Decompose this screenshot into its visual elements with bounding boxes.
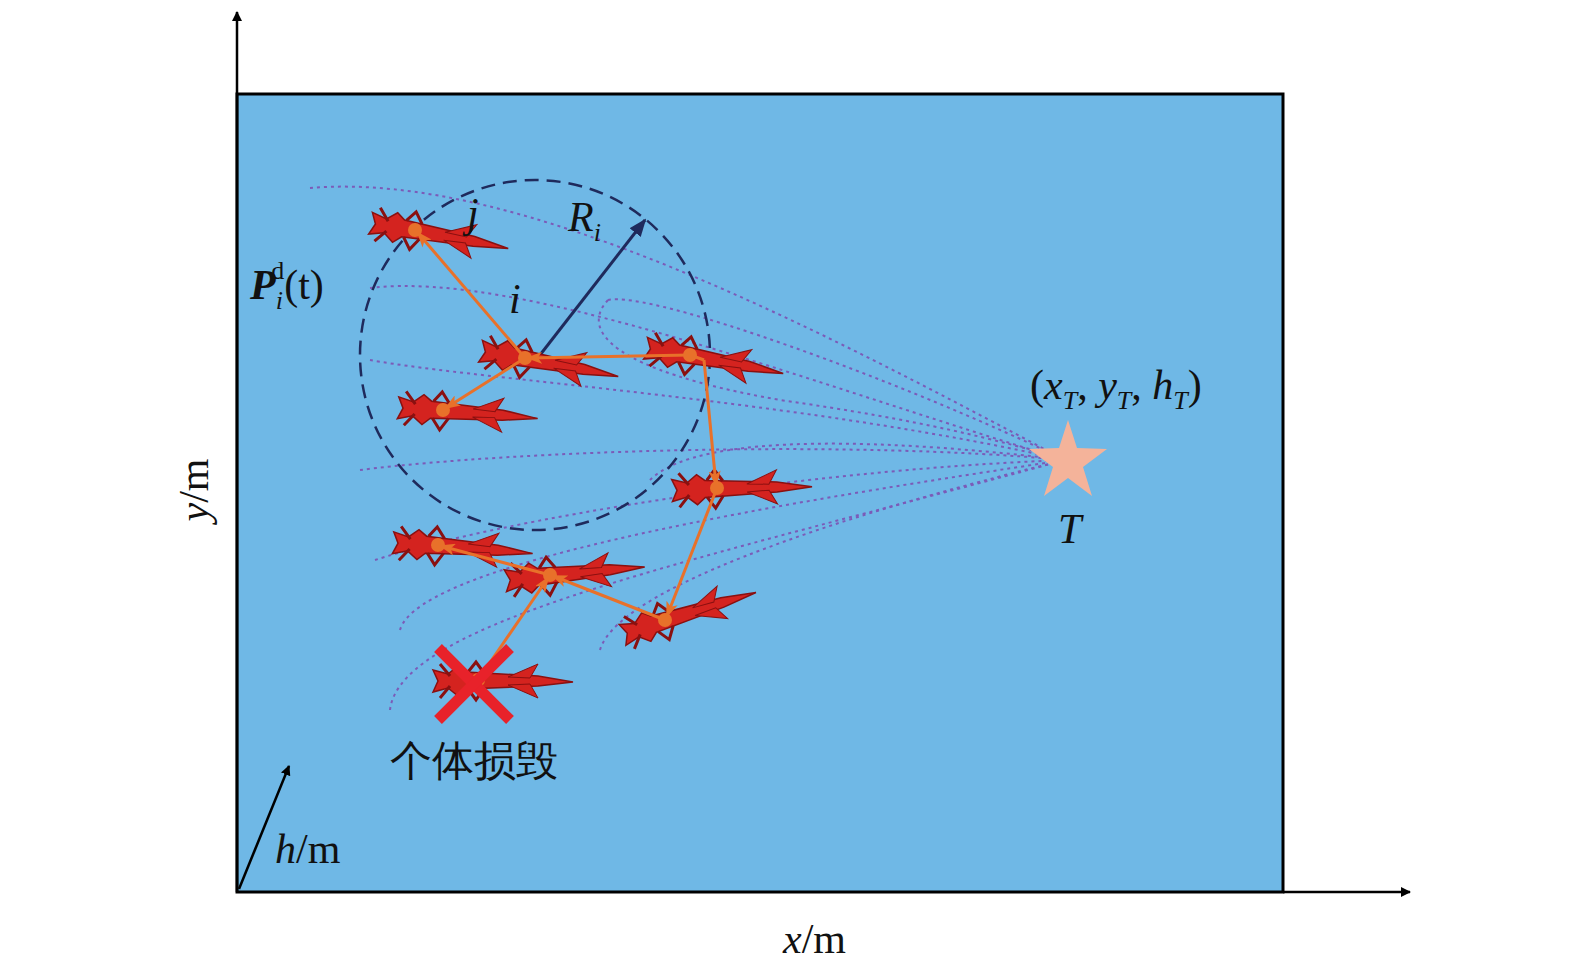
label-text: ) bbox=[1188, 362, 1202, 408]
label-text: T bbox=[1063, 386, 1077, 415]
label-text: T bbox=[1173, 386, 1187, 415]
label-text: (t) bbox=[284, 262, 324, 308]
target-label: T bbox=[1058, 508, 1081, 550]
label-text: T bbox=[1058, 506, 1081, 552]
target-coordinates: (xT,yT,hT) bbox=[1030, 364, 1202, 414]
label-text: j bbox=[467, 190, 479, 236]
label-text: x bbox=[783, 916, 802, 962]
label-text: i bbox=[594, 218, 601, 247]
y-axis bbox=[236, 12, 239, 892]
label-text: /m bbox=[802, 916, 846, 962]
label-text: /m bbox=[170, 459, 216, 503]
target-star bbox=[1029, 420, 1107, 496]
radius-arrow bbox=[540, 220, 645, 355]
label-text: y bbox=[170, 503, 216, 522]
agent-label: i bbox=[509, 278, 521, 320]
region bbox=[237, 94, 1283, 892]
dots bbox=[408, 223, 724, 687]
y-axis-label: y/m bbox=[172, 459, 214, 522]
label-text: T bbox=[1117, 386, 1131, 415]
label-text: d bbox=[271, 256, 284, 285]
label-text: i bbox=[509, 276, 521, 322]
label-text: i bbox=[276, 286, 283, 315]
x-axis bbox=[1283, 891, 1410, 894]
radius-label: Ri bbox=[568, 196, 601, 246]
h-axis-label: h/m bbox=[275, 828, 340, 870]
label-text: h bbox=[275, 826, 296, 872]
label-text: /m bbox=[296, 826, 340, 872]
agent-label: j bbox=[467, 192, 479, 234]
label-text: , bbox=[1077, 362, 1088, 408]
missiles bbox=[367, 204, 812, 700]
label-text: R bbox=[568, 194, 594, 240]
x-axis-label: x/m bbox=[783, 918, 846, 960]
label-text: , bbox=[1131, 362, 1142, 408]
trajectories bbox=[310, 187, 1065, 710]
label-text: 个体损毁 bbox=[390, 736, 558, 785]
comm-radius bbox=[360, 180, 710, 530]
destroyed-mark bbox=[438, 648, 510, 720]
label-text: x bbox=[1044, 362, 1063, 408]
destroyed-note: 个体损毁 bbox=[390, 740, 558, 782]
label-text: y bbox=[1098, 362, 1117, 408]
position-label: Pid(t) bbox=[250, 258, 324, 314]
label-text: h bbox=[1152, 362, 1173, 408]
links bbox=[418, 233, 717, 680]
label-text: ( bbox=[1030, 362, 1044, 408]
